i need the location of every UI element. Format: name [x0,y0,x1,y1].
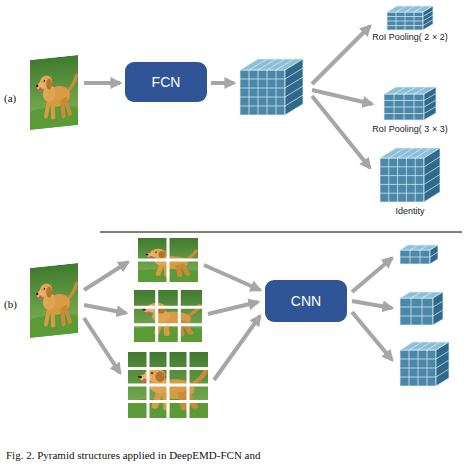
flow-arrows [84,258,392,380]
dog-photo-image [30,263,78,338]
feature-cube [387,6,433,30]
cube-caption: RoI Pooling( 2 × 2) [360,32,460,43]
cube-grid [380,148,440,202]
cube-side [285,59,303,115]
cube-grid [384,87,436,120]
patch-gaps [134,290,202,342]
patch-gaps [138,238,198,282]
cube-outline [360,142,460,206]
grid-2x2-patches [138,238,198,282]
cube-side [424,148,440,202]
pooled-feature-cube: RoI Pooling( 3 × 3) [360,80,460,135]
feature-map-cube [240,59,303,115]
cube-side [433,292,443,325]
cube-grid [240,59,303,115]
flow-arrow [352,258,392,292]
panel-label: (b) [4,298,17,310]
grid-4x4-patches [128,352,208,418]
cube-grid [400,342,449,386]
flow-arrow [352,301,392,308]
dog-patch-image [134,290,202,342]
flow-arrow [84,81,120,85]
flow-arrow [312,26,370,84]
dog-patch-image [128,352,208,418]
cube-caption: RoI Pooling( 3 × 3) [360,124,460,135]
box-label: FCN [152,74,181,90]
dog-photo [30,263,78,338]
dog-patch-image [138,238,198,282]
figure-caption: Fig. 2. Pyramid structures applied in De… [6,449,470,461]
dog-photo [30,55,78,130]
flow-arrow [84,305,126,313]
feature-cube [384,87,436,120]
cube-grid [387,6,433,30]
output-cube-small [400,245,438,264]
cube-outline [360,0,460,32]
dog-photo-image [30,55,78,130]
flow-arrow [214,316,260,380]
cube-front [400,298,433,325]
network-box: FCN [125,62,207,102]
cube-grid [400,245,438,264]
panel-divider [100,232,462,233]
feature-cube [380,148,440,202]
cube-outline [360,80,460,124]
flow-arrow [208,302,258,314]
flow-arrow [312,96,370,168]
pooled-feature-cube: Identity [360,142,460,217]
panel-label: (a) [4,92,16,104]
patch-gaps [128,352,208,418]
cube-front [240,70,285,115]
flow-arrows [84,26,372,168]
cube-caption: Identity [360,206,460,217]
flow-arrow [312,90,372,104]
network-box: CNN [265,280,347,322]
flow-arrow [204,265,260,290]
cube-grid [400,292,443,325]
grid-3x3-patches [134,290,202,342]
flow-arrow [84,318,120,373]
output-cube-large [400,342,449,386]
pooled-feature-cube: RoI Pooling( 2 × 2) [360,0,460,43]
box-label: CNN [291,293,321,309]
flow-arrow [211,81,234,85]
flow-arrow [352,312,392,360]
output-cube-medium [400,292,443,325]
cube-front [380,158,424,202]
flow-arrow [84,262,128,290]
